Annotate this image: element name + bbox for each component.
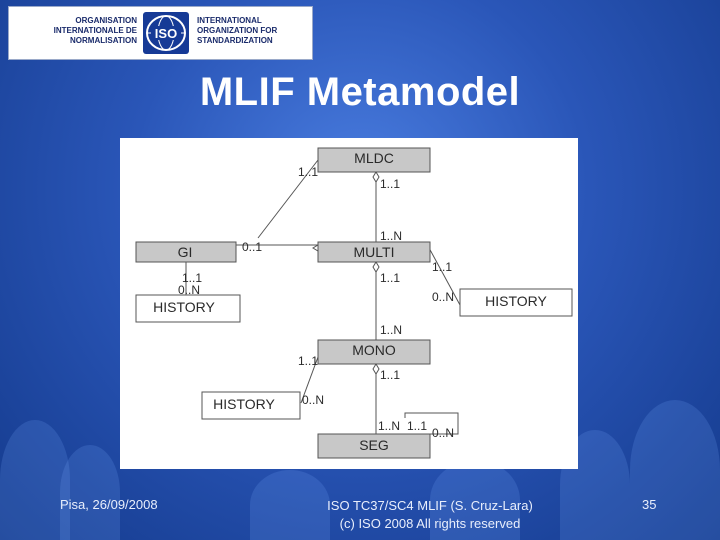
class-history-right-label: HISTORY [485, 293, 547, 309]
multiplicity-label: 1..1 [298, 165, 318, 179]
slide-title: MLIF Metamodel [199, 70, 521, 114]
multiplicity-label: 0..N [302, 393, 324, 407]
multiplicity-label: 1..N [378, 419, 400, 433]
class-history-left-label: HISTORY [153, 299, 215, 315]
multiplicity-label: 1..1 [298, 354, 318, 368]
crowd-silhouette [250, 470, 330, 540]
footer-copyright-line1: ISO TC37/SC4 MLIF (S. Cruz-Lara) [327, 498, 533, 513]
association-mono-history [300, 356, 319, 404]
multiplicity-label: 1..1 [380, 177, 400, 191]
class-mono [317, 339, 431, 365]
crowd-silhouette [630, 400, 720, 540]
multiplicity-label: 0..N [178, 283, 200, 297]
composition-diamond [372, 171, 380, 183]
class-gi [135, 241, 237, 263]
multiplicity-label: 1..1 [407, 419, 427, 433]
crowd-silhouette [0, 420, 70, 540]
composition-diamond [372, 261, 380, 273]
class-mono-label: MONO [352, 342, 396, 358]
class-multi [317, 241, 431, 263]
uml-diagram: MLDC GI MULTI HISTORY HISTORY MONO HISTO… [120, 138, 578, 469]
iso-emblem-icon: ISO [143, 12, 189, 54]
class-mldc-label: MLDC [354, 150, 394, 166]
page-number: 35 [642, 497, 657, 512]
class-gi-label: GI [178, 244, 193, 260]
class-mldc [317, 147, 431, 173]
org-name-french: ORGANISATION INTERNATIONALE DE NORMALISA… [53, 16, 137, 45]
footer-copyright-line2: (c) ISO 2008 All rights reserved [339, 516, 521, 531]
multiplicity-label: 1..N [380, 323, 402, 337]
multiplicity-label: 1..N [380, 229, 402, 243]
crowd-silhouette [430, 460, 520, 540]
multiplicity-label: 1..1 [432, 260, 452, 274]
multiplicity-label: 0..N [432, 426, 454, 440]
association-mldc-gi [257, 159, 319, 239]
multiplicity-label: 1..1 [182, 271, 202, 285]
multiplicity-label: 0..N [432, 290, 454, 304]
multiplicity-label: 0..1 [242, 240, 262, 254]
association-multi-history [427, 245, 461, 306]
class-multi-label: MULTI [354, 244, 395, 260]
association-seg-self [404, 412, 459, 435]
composition-diamond [372, 363, 380, 375]
class-seg-label: SEG [359, 437, 389, 453]
crowd-silhouette [60, 445, 120, 540]
class-history-left [135, 294, 241, 323]
class-history-right [459, 288, 573, 317]
iso-mark-text: ISO [155, 26, 177, 41]
org-name-english: INTERNATIONAL ORGANIZATION FOR STANDARDI… [197, 16, 278, 45]
iso-logo-banner: ORGANISATION INTERNATIONALE DE NORMALISA… [8, 6, 313, 60]
class-seg [317, 433, 431, 459]
class-history-bottom [201, 391, 301, 420]
footer-location-date: Pisa, 26/09/2008 [60, 497, 158, 512]
footer-copyright: ISO TC37/SC4 MLIF (S. Cruz-Lara) (c) ISO… [310, 497, 550, 533]
multiplicity-label: 1..1 [380, 368, 400, 382]
multiplicity-label: 1..1 [380, 271, 400, 285]
class-history-bottom-label: HISTORY [213, 396, 275, 412]
